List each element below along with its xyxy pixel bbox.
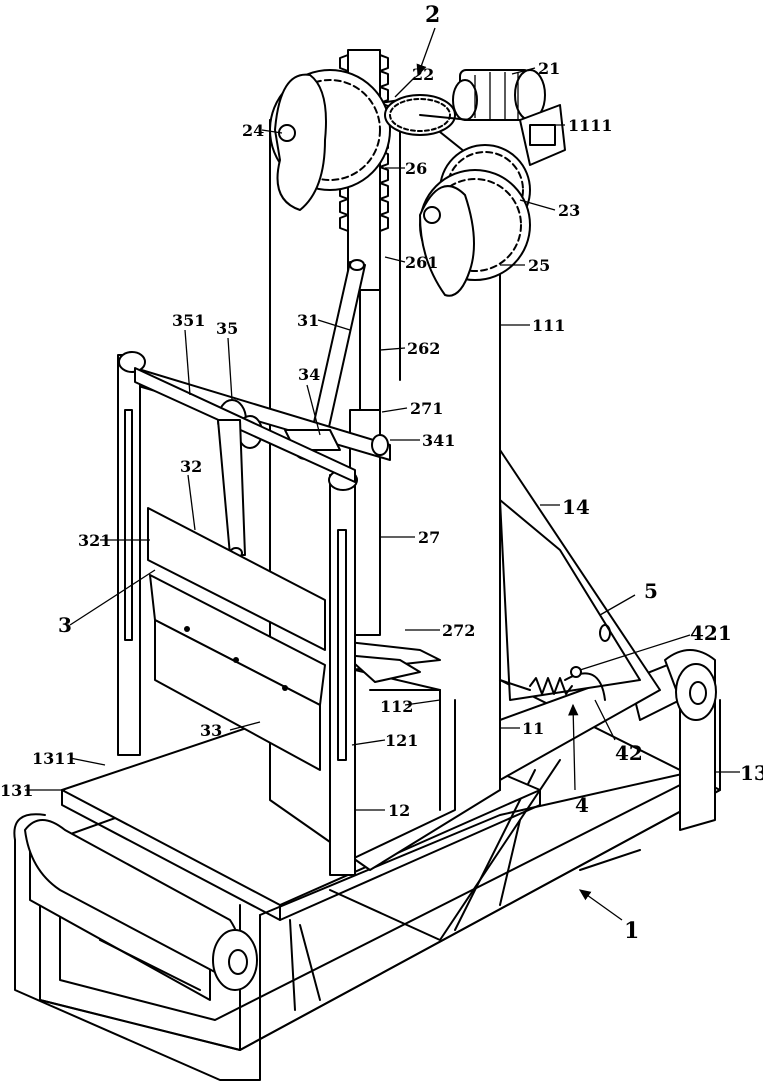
label-34: 34 (298, 365, 320, 384)
label-24: 24 (242, 121, 264, 140)
link-arm (218, 420, 245, 558)
label-262: 262 (407, 339, 440, 358)
label-4: 4 (575, 793, 589, 817)
label-25: 25 (528, 256, 550, 275)
left-frame (118, 352, 145, 755)
label-11: 11 (522, 719, 544, 738)
label-121: 121 (385, 731, 418, 750)
label-14: 14 (562, 495, 590, 519)
label-421: 421 (690, 621, 732, 645)
label-35: 35 (216, 319, 238, 338)
label-341: 341 (422, 431, 455, 450)
label-33: 33 (200, 721, 222, 740)
label-271: 271 (410, 399, 443, 418)
label-1: 1 (624, 918, 639, 944)
label-2: 2 (425, 2, 440, 28)
label-32: 32 (180, 457, 202, 476)
label-27: 27 (418, 528, 440, 547)
label-272: 272 (442, 621, 475, 640)
label-1311: 1311 (32, 749, 77, 768)
label-13: 13 (740, 761, 763, 785)
label-261: 261 (405, 253, 438, 272)
label-23: 23 (558, 201, 580, 220)
label-22: 22 (412, 65, 434, 84)
label-5: 5 (644, 579, 658, 603)
label-42: 42 (615, 741, 643, 765)
label-12: 12 (388, 801, 410, 820)
label-321: 321 (78, 531, 111, 550)
label-111: 111 (532, 316, 565, 335)
label-3: 3 (58, 613, 72, 637)
label-1111: 1111 (568, 116, 613, 135)
label-351: 351 (172, 311, 205, 330)
label-21: 21 (538, 59, 560, 78)
label-26: 26 (405, 159, 427, 178)
label-31: 31 (297, 311, 319, 330)
label-131: 131 (0, 781, 33, 800)
label-112: 112 (380, 697, 413, 716)
